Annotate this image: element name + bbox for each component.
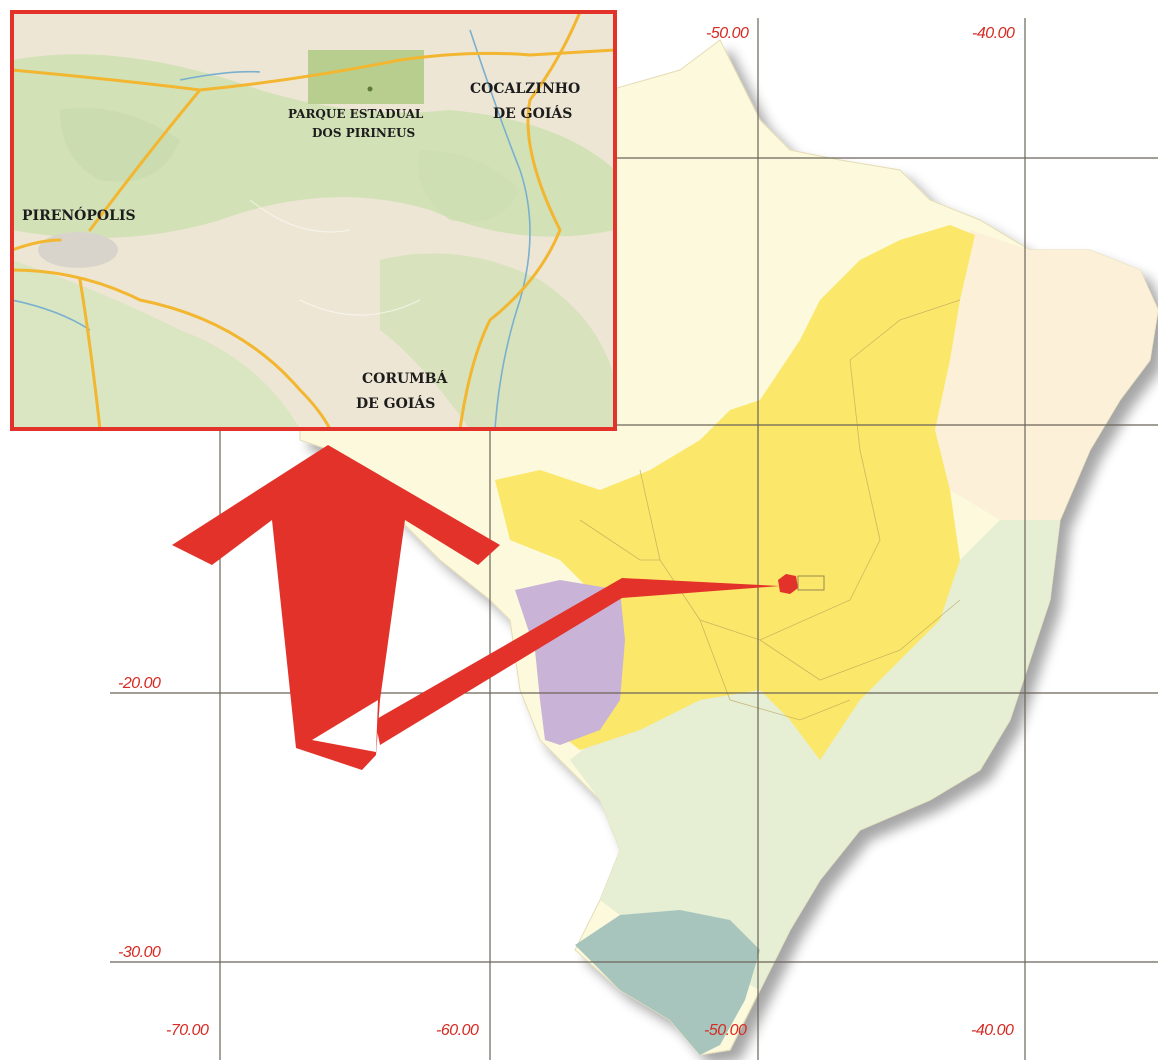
label-parque-line1: PARQUE ESTADUAL bbox=[288, 107, 424, 121]
longitude-label-bottom-50: -50.00 bbox=[704, 1022, 747, 1039]
inset-map: COCALZINHO DE GOIÁS PARQUE ESTADUAL DOS … bbox=[10, 10, 617, 431]
longitude-label-bottom-60: -60.00 bbox=[436, 1022, 479, 1039]
biome-pantanal bbox=[515, 580, 625, 745]
biome-caatinga bbox=[935, 230, 1158, 520]
label-pirenopolis: PIRENÓPOLIS bbox=[22, 206, 136, 224]
inset-frame bbox=[10, 10, 617, 431]
state-borders bbox=[579, 299, 961, 721]
callout-arrow bbox=[172, 445, 500, 770]
callout-arrow-notch bbox=[312, 700, 378, 752]
latitude-label-30: -30.00 bbox=[118, 944, 161, 961]
latitude-label-20: -20.00 bbox=[118, 675, 161, 692]
label-parque-line2: DOS PIRINEUS bbox=[312, 126, 415, 140]
label-cocalzinho-line2: DE GOIÁS bbox=[493, 104, 572, 122]
biome-mata-atlantica bbox=[570, 520, 1060, 990]
pirenopolis-urban-area bbox=[38, 232, 118, 268]
longitude-label-top-50: -50.00 bbox=[706, 25, 749, 42]
longitude-label-bottom-40: -40.00 bbox=[971, 1022, 1014, 1039]
biome-pampa bbox=[575, 910, 760, 1055]
label-corumba-line2: DE GOIÁS bbox=[356, 394, 435, 412]
callout-wedge bbox=[375, 578, 780, 745]
goias-df-highlight bbox=[778, 574, 798, 594]
label-cocalzinho-line1: COCALZINHO bbox=[470, 81, 580, 97]
label-corumba-line1: CORUMBÁ bbox=[362, 369, 449, 387]
graticule bbox=[110, 18, 1158, 1060]
longitude-label-top-40: -40.00 bbox=[972, 25, 1015, 42]
federal-district-outline bbox=[797, 575, 825, 591]
longitude-label-bottom-70: -70.00 bbox=[166, 1022, 209, 1039]
